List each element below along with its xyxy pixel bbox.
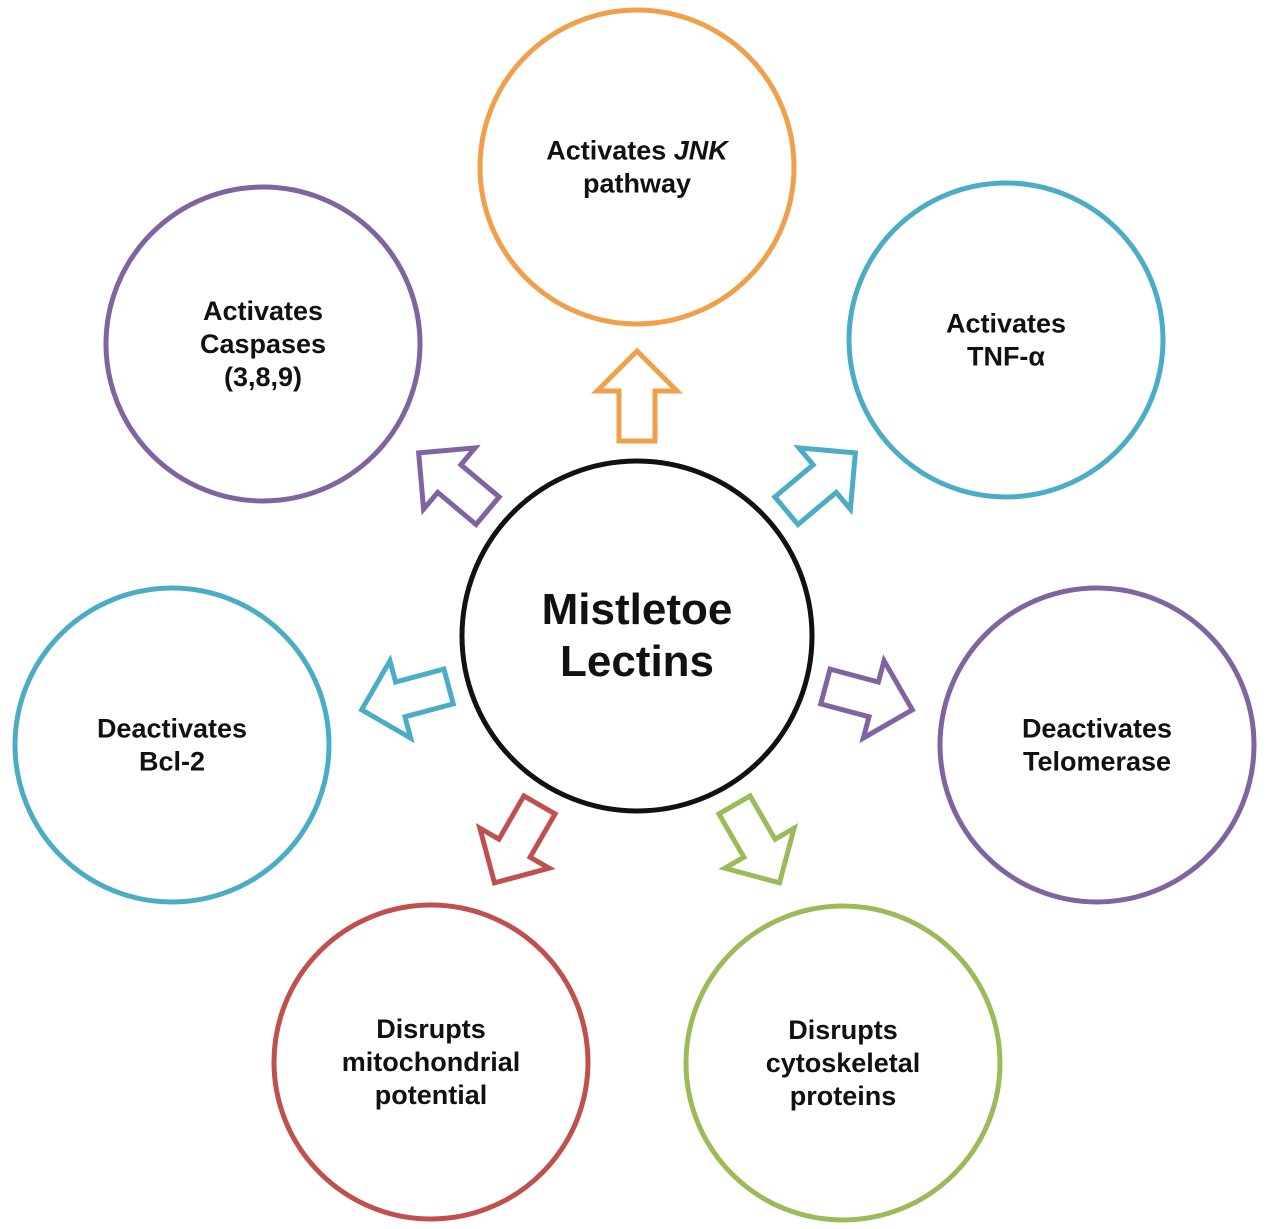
arrow-bcl2 <box>358 654 457 744</box>
node-circle-mitochondrial <box>271 902 591 1222</box>
node-circle-bcl2 <box>12 585 332 905</box>
node-label-jnk: Activates JNK <box>546 136 730 166</box>
center-circle <box>459 458 815 814</box>
arrow-mitochondrial <box>475 792 559 886</box>
arrow-caspases <box>415 444 503 529</box>
node-label-tnf: Activates <box>946 309 1066 339</box>
node-label-mitochondrial: mitochondrial <box>342 1047 521 1077</box>
arrow-cytoskeletal <box>715 792 799 886</box>
node-label-caspases: (3,8,9) <box>224 362 302 392</box>
center-label: Mistletoe <box>542 585 733 634</box>
arrow-jnk <box>590 347 684 444</box>
center-label: Lectins <box>560 637 714 686</box>
node-circle-telomerase <box>937 585 1257 905</box>
node-label-caspases: Activates <box>203 296 323 326</box>
node-label-bcl2: Deactivates <box>97 714 247 744</box>
node-label-tnf: TNF-α <box>967 342 1045 372</box>
node-circle-caspases <box>103 184 423 504</box>
node-label-jnk: pathway <box>583 169 691 199</box>
node-circle-tnf <box>846 180 1166 500</box>
node-label-mitochondrial: Disrupts <box>376 1014 486 1044</box>
node-circle-jnk <box>477 7 797 327</box>
node-label-cytoskeletal: cytoskeletal <box>766 1048 921 1078</box>
node-label-caspases: Caspases <box>200 329 326 359</box>
arrow-telomerase <box>817 654 916 744</box>
node-label-telomerase: Telomerase <box>1023 747 1171 777</box>
node-label-bcl2: Bcl-2 <box>139 747 205 777</box>
node-label-cytoskeletal: Disrupts <box>788 1015 898 1045</box>
arrow-tnf <box>771 444 859 529</box>
node-label-cytoskeletal: proteins <box>790 1081 897 1111</box>
node-circle-cytoskeletal <box>683 903 1003 1223</box>
node-label-mitochondrial: potential <box>375 1080 488 1110</box>
node-label-telomerase: Deactivates <box>1022 714 1172 744</box>
